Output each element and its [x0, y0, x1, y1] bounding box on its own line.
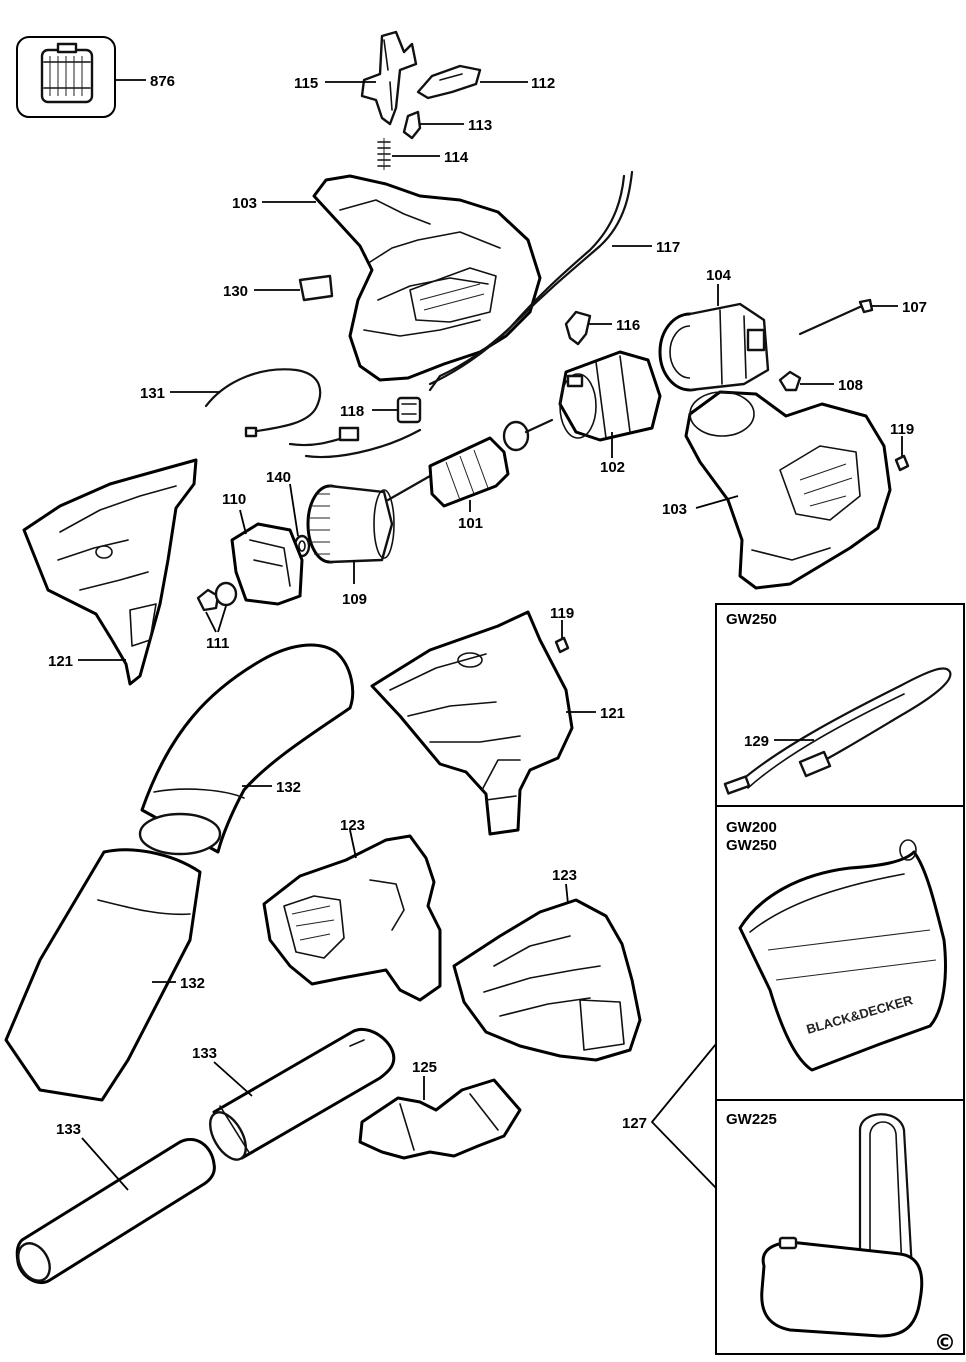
label-103-a: 103	[232, 195, 257, 212]
copyright-mark: ©	[934, 1331, 956, 1356]
label-107: 107	[902, 299, 927, 316]
part-112-switch-cover: 112	[416, 64, 555, 100]
label-125: 125	[412, 1059, 437, 1076]
part-103-housing-left: 103	[232, 174, 542, 382]
model-gw250-b: GW250	[726, 837, 777, 854]
label-109: 109	[342, 591, 367, 608]
model-panels: GW250 129 GW200 GW250 BLACK&DECKER GW225	[715, 603, 965, 1356]
part-101-armature: 101	[386, 418, 554, 532]
part-102-motor: 102	[558, 350, 662, 476]
part-104-motor-cap: 104	[658, 267, 770, 392]
part-129-shoulder-strap: 129	[723, 667, 952, 795]
label-111: 111	[206, 635, 229, 652]
part-115-switch-trigger: 115	[294, 30, 418, 126]
model-gw250: GW250	[726, 611, 777, 628]
label-121-b: 121	[600, 705, 625, 722]
label-119-b: 119	[550, 605, 574, 622]
part-123-housing-right: 123	[452, 867, 642, 1062]
label-121-a: 121	[48, 653, 73, 670]
part-127-bag-callout: 127	[622, 1043, 717, 1189]
label-133-b: 133	[56, 1121, 81, 1138]
label-131: 131	[140, 385, 165, 402]
label-123-b: 123	[552, 867, 577, 884]
part-121-housing-left: 121	[22, 458, 198, 686]
part-116-cord-clamp: 116	[564, 310, 640, 346]
model-gw200: GW200	[726, 819, 777, 836]
part-131-wire-harness: 131	[140, 368, 422, 459]
label-129: 129	[744, 733, 769, 750]
label-140: 140	[266, 469, 291, 486]
part-118-switch: 118	[340, 396, 422, 424]
label-114: 114	[444, 149, 469, 166]
part-130-label: 130	[223, 274, 334, 302]
part-117-cord: 117	[428, 170, 680, 392]
part-133-upper-tube: 133	[192, 1027, 396, 1161]
part-103-housing-right: 103	[662, 390, 892, 590]
part-107-screw: 107	[798, 298, 927, 336]
label-110: 110	[222, 491, 246, 508]
label-101: 101	[458, 515, 483, 532]
part-133-lower-tube: 133	[15, 1121, 216, 1285]
part-876-inset: 876	[16, 36, 175, 118]
part-108-spring-clip: 108	[778, 370, 863, 394]
label-108: 108	[838, 377, 863, 394]
label-102: 102	[600, 459, 625, 476]
label-113: 113	[468, 117, 492, 134]
part-123-housing-left: 123	[262, 817, 442, 1002]
part-114-spring: 114	[377, 138, 469, 170]
label-119-a: 119	[890, 421, 914, 438]
carry-bag-icon	[760, 1113, 924, 1338]
part-125-adapter: 125	[358, 1059, 522, 1160]
label-112: 112	[531, 75, 555, 92]
part-119-screw-b: 119	[550, 605, 574, 654]
part-111-nuts: 111	[196, 581, 238, 652]
label-132-a: 132	[276, 779, 301, 796]
label-133-a: 133	[192, 1045, 217, 1062]
label-130: 130	[223, 283, 248, 300]
label-876: 876	[150, 73, 175, 90]
collection-bag-icon: BLACK&DECKER	[738, 839, 947, 1072]
part-121-housing-right: 121	[370, 610, 625, 836]
part-113-lock-button: 113	[402, 110, 492, 140]
part-109-fan: 109	[306, 484, 395, 608]
label-103-b: 103	[662, 501, 687, 518]
label-132-b: 132	[180, 975, 205, 992]
model-gw225: GW225	[726, 1111, 777, 1128]
label-123-a: 123	[340, 817, 365, 834]
part-132-lower-tube: 132	[4, 848, 205, 1102]
label-115: 115	[294, 75, 318, 92]
part-132-elbow-tube: 132	[138, 643, 355, 856]
motor-thumbnail-icon	[40, 42, 94, 104]
label-104: 104	[706, 267, 732, 284]
label-118: 118	[340, 403, 364, 420]
label-127: 127	[622, 1115, 647, 1132]
part-119-screw-a: 119	[890, 421, 914, 472]
label-116: 116	[616, 317, 640, 334]
label-117: 117	[656, 239, 680, 256]
part-110-volute: 110	[222, 491, 304, 606]
